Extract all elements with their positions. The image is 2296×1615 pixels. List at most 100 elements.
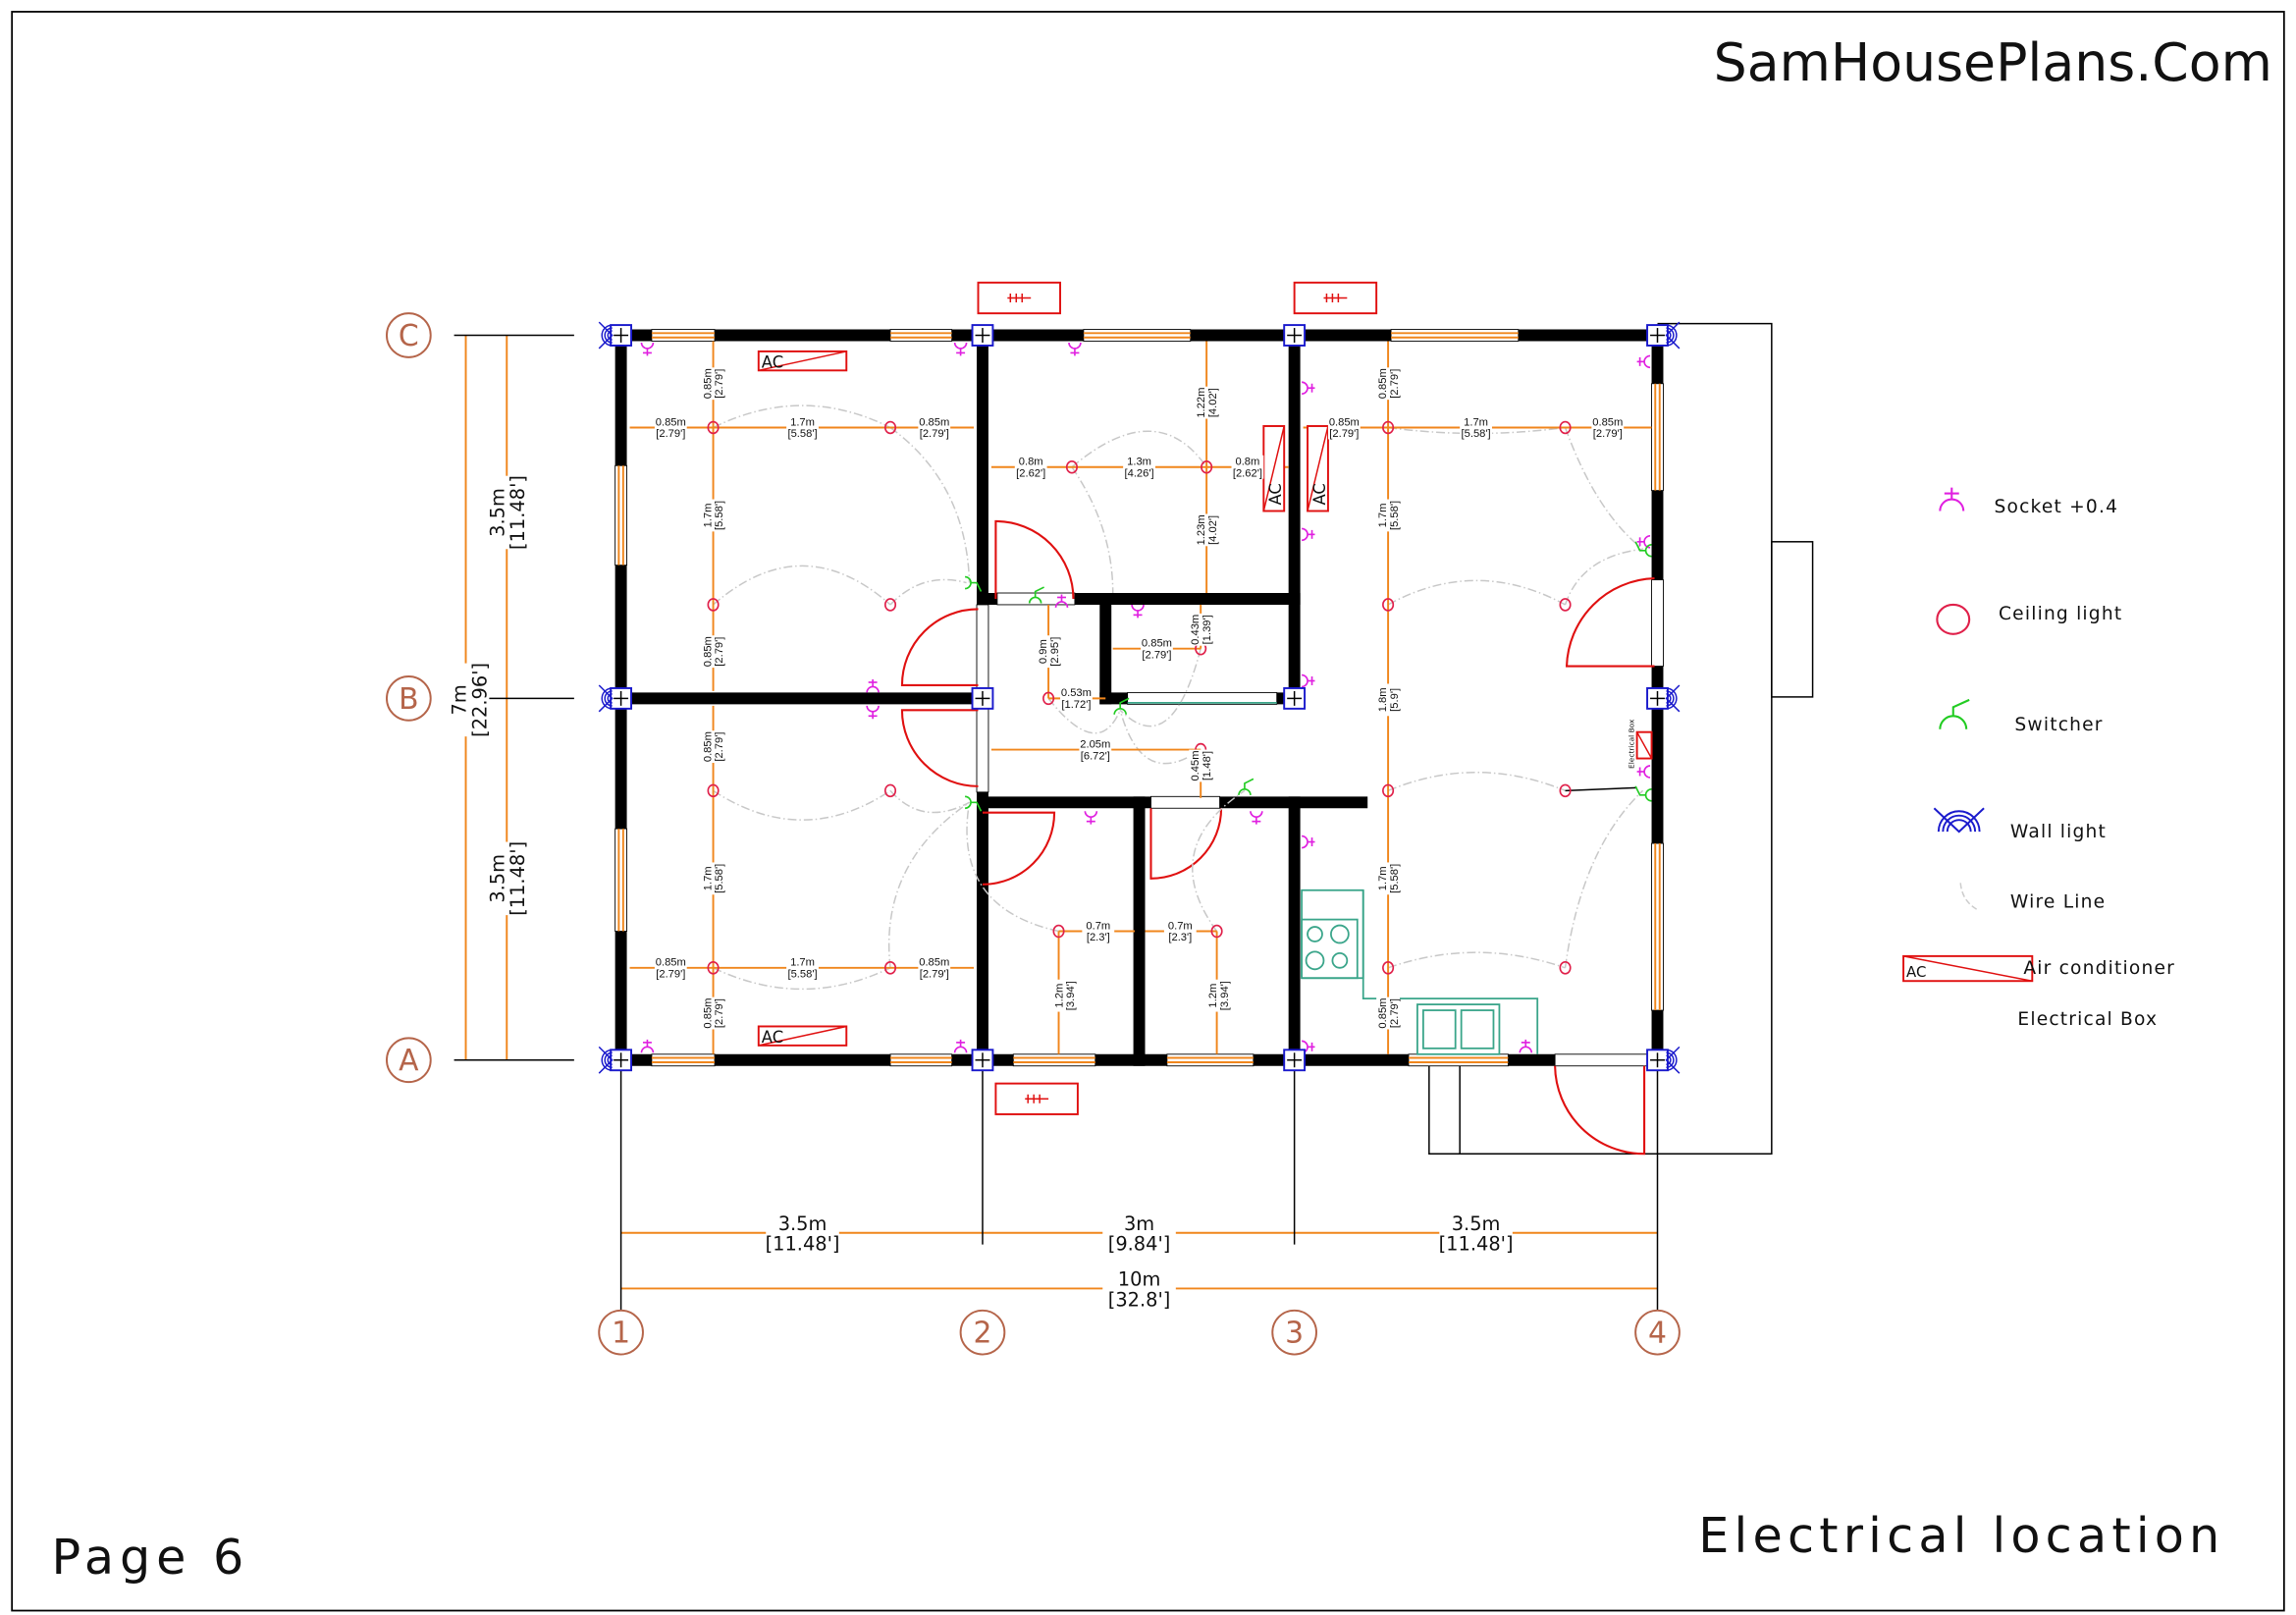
ceiling-light-icon: [883, 598, 897, 612]
socket-icon: [953, 342, 968, 356]
socket-icon: [640, 342, 655, 356]
dimension-label: 0.53m[1.72']: [1060, 686, 1093, 711]
door-opening: [976, 604, 989, 690]
wall-light-icon: [598, 684, 614, 713]
air-conditioner-icon: AC: [1307, 425, 1329, 512]
socket-icon: [1301, 381, 1315, 396]
ceiling-light-icon: [883, 961, 897, 975]
grid-column-bubble: [598, 1309, 644, 1356]
dimension-feet: [2.3']: [1168, 932, 1192, 943]
dimension-feet: [2.79']: [1329, 428, 1359, 440]
wire-line: [1387, 951, 1566, 969]
dimension-meters: 7m: [449, 684, 471, 715]
ceiling-light-icon: [1052, 924, 1065, 939]
grid-column-bubble: [1634, 1309, 1681, 1356]
wire-line: [1564, 548, 1643, 606]
dimension-label: 1.3m[4.26']: [1123, 455, 1155, 479]
sheet-border: [11, 11, 2285, 1612]
air-conditioner-icon: AC: [1262, 425, 1285, 512]
dimension-feet: [5.58']: [714, 501, 725, 530]
sheet-title: Electrical location: [1698, 1507, 2224, 1564]
dimension-meters: 0.85m: [656, 957, 686, 969]
ceiling-light-icon: [707, 961, 720, 975]
grid-row-bubble: [386, 312, 432, 358]
switch-icon: [1113, 697, 1130, 715]
ceiling-light-icon: [1559, 420, 1572, 435]
dimension-meters: 0.9m: [1038, 639, 1049, 664]
door-opening: [976, 708, 989, 793]
dimension-meters: 0.85m: [1592, 416, 1623, 428]
wire-line-icon: [1959, 883, 1978, 910]
dimension-feet: [5.58']: [1389, 864, 1401, 893]
door-opening: [1150, 795, 1221, 809]
dimension-meters: 1.2m: [1207, 984, 1219, 1008]
legend-label: Ceiling light: [1999, 604, 2122, 624]
ac-label: AC: [1310, 483, 1329, 505]
socket-icon: [1084, 811, 1098, 825]
dimension-feet: [1.48']: [1201, 751, 1213, 781]
socket-icon: [1636, 354, 1651, 369]
dimension-label: 0.8m[2.62']: [1014, 455, 1047, 479]
dimension-feet: [2.79']: [714, 998, 725, 1028]
socket-icon: [1054, 594, 1069, 609]
dimension-meters: 1.7m: [1377, 504, 1389, 528]
brand-title: SamHousePlans.Com: [1714, 31, 2272, 93]
switch-icon: [964, 795, 983, 812]
wall-light-icon: [1665, 684, 1681, 713]
air-conditioner-icon: AC: [1902, 954, 2034, 983]
wire-line: [889, 789, 970, 814]
dimension-label: 1.22m[4.02']: [1195, 386, 1219, 419]
dimension-label: 0.85m[2.79']: [701, 996, 725, 1030]
dimension-meters: 0.7m: [1086, 920, 1110, 932]
wall-light-icon: [598, 1046, 614, 1074]
door-swing: [900, 608, 979, 687]
dimension-feet: [4.26']: [1125, 467, 1154, 479]
dimension-feet: [2.79']: [714, 637, 725, 667]
dimension-feet: [11.48']: [507, 475, 529, 550]
wire-line: [713, 404, 891, 429]
wire-line: [1192, 789, 1246, 932]
wire-lines: [713, 404, 1644, 991]
doors: [900, 519, 1655, 1156]
window: [651, 329, 716, 342]
dimension-feet: [5.58']: [787, 428, 817, 440]
wire-line: [1387, 579, 1566, 606]
electrical-box-label: Electrical Box: [1628, 719, 1636, 769]
dimension-feet: [2.79']: [656, 969, 685, 981]
dimension-label: 0.85m[2.79']: [654, 415, 687, 440]
dimension-meters: 1.7m: [1377, 866, 1389, 890]
page-label: Page 6: [51, 1529, 249, 1586]
grid-row-bubble: [386, 675, 432, 722]
dimension-meters: 2.05m: [1080, 738, 1110, 750]
dimension-meters: 1.23m: [1196, 514, 1207, 545]
socket-icon: [1131, 604, 1145, 619]
switch-icon: [964, 575, 983, 592]
dimension-feet: [2.79']: [1389, 369, 1401, 399]
dimension-label: 3.5m[11.48']: [766, 1212, 840, 1256]
wire-line: [1564, 789, 1644, 968]
ceiling-light-icon: [883, 783, 897, 798]
dimension-meters: 0.85m: [1377, 368, 1389, 399]
dimension-feet: [11.48']: [1439, 1233, 1514, 1256]
ac-label: AC: [762, 1028, 783, 1047]
dimension-feet: [22.96']: [468, 663, 491, 737]
dimension-meters: 0.85m: [1329, 416, 1360, 428]
wire-line: [1071, 466, 1114, 594]
legend-label: Wire Line: [2010, 892, 2106, 913]
legend-label: Air conditioner: [2023, 958, 2175, 979]
dimension-feet: [32.8']: [1108, 1288, 1171, 1311]
dimension-label: 7m[22.96']: [449, 663, 492, 737]
dimension-feet: [2.79']: [1142, 649, 1171, 661]
legend-label: Wall light: [2010, 822, 2107, 842]
dimension-meters: 1.7m: [702, 504, 714, 528]
air-conditioner-icon: AC: [757, 1025, 848, 1047]
window: [614, 464, 628, 566]
dimension-label: 1.2m[3.94']: [1052, 979, 1077, 1012]
dimension-meters: 0.8m: [1235, 457, 1259, 468]
dimension-label: 0.7m[2.3']: [1082, 919, 1115, 943]
dimension-label: 0.85m[2.79']: [701, 730, 725, 764]
switch-icon: [1238, 778, 1255, 795]
